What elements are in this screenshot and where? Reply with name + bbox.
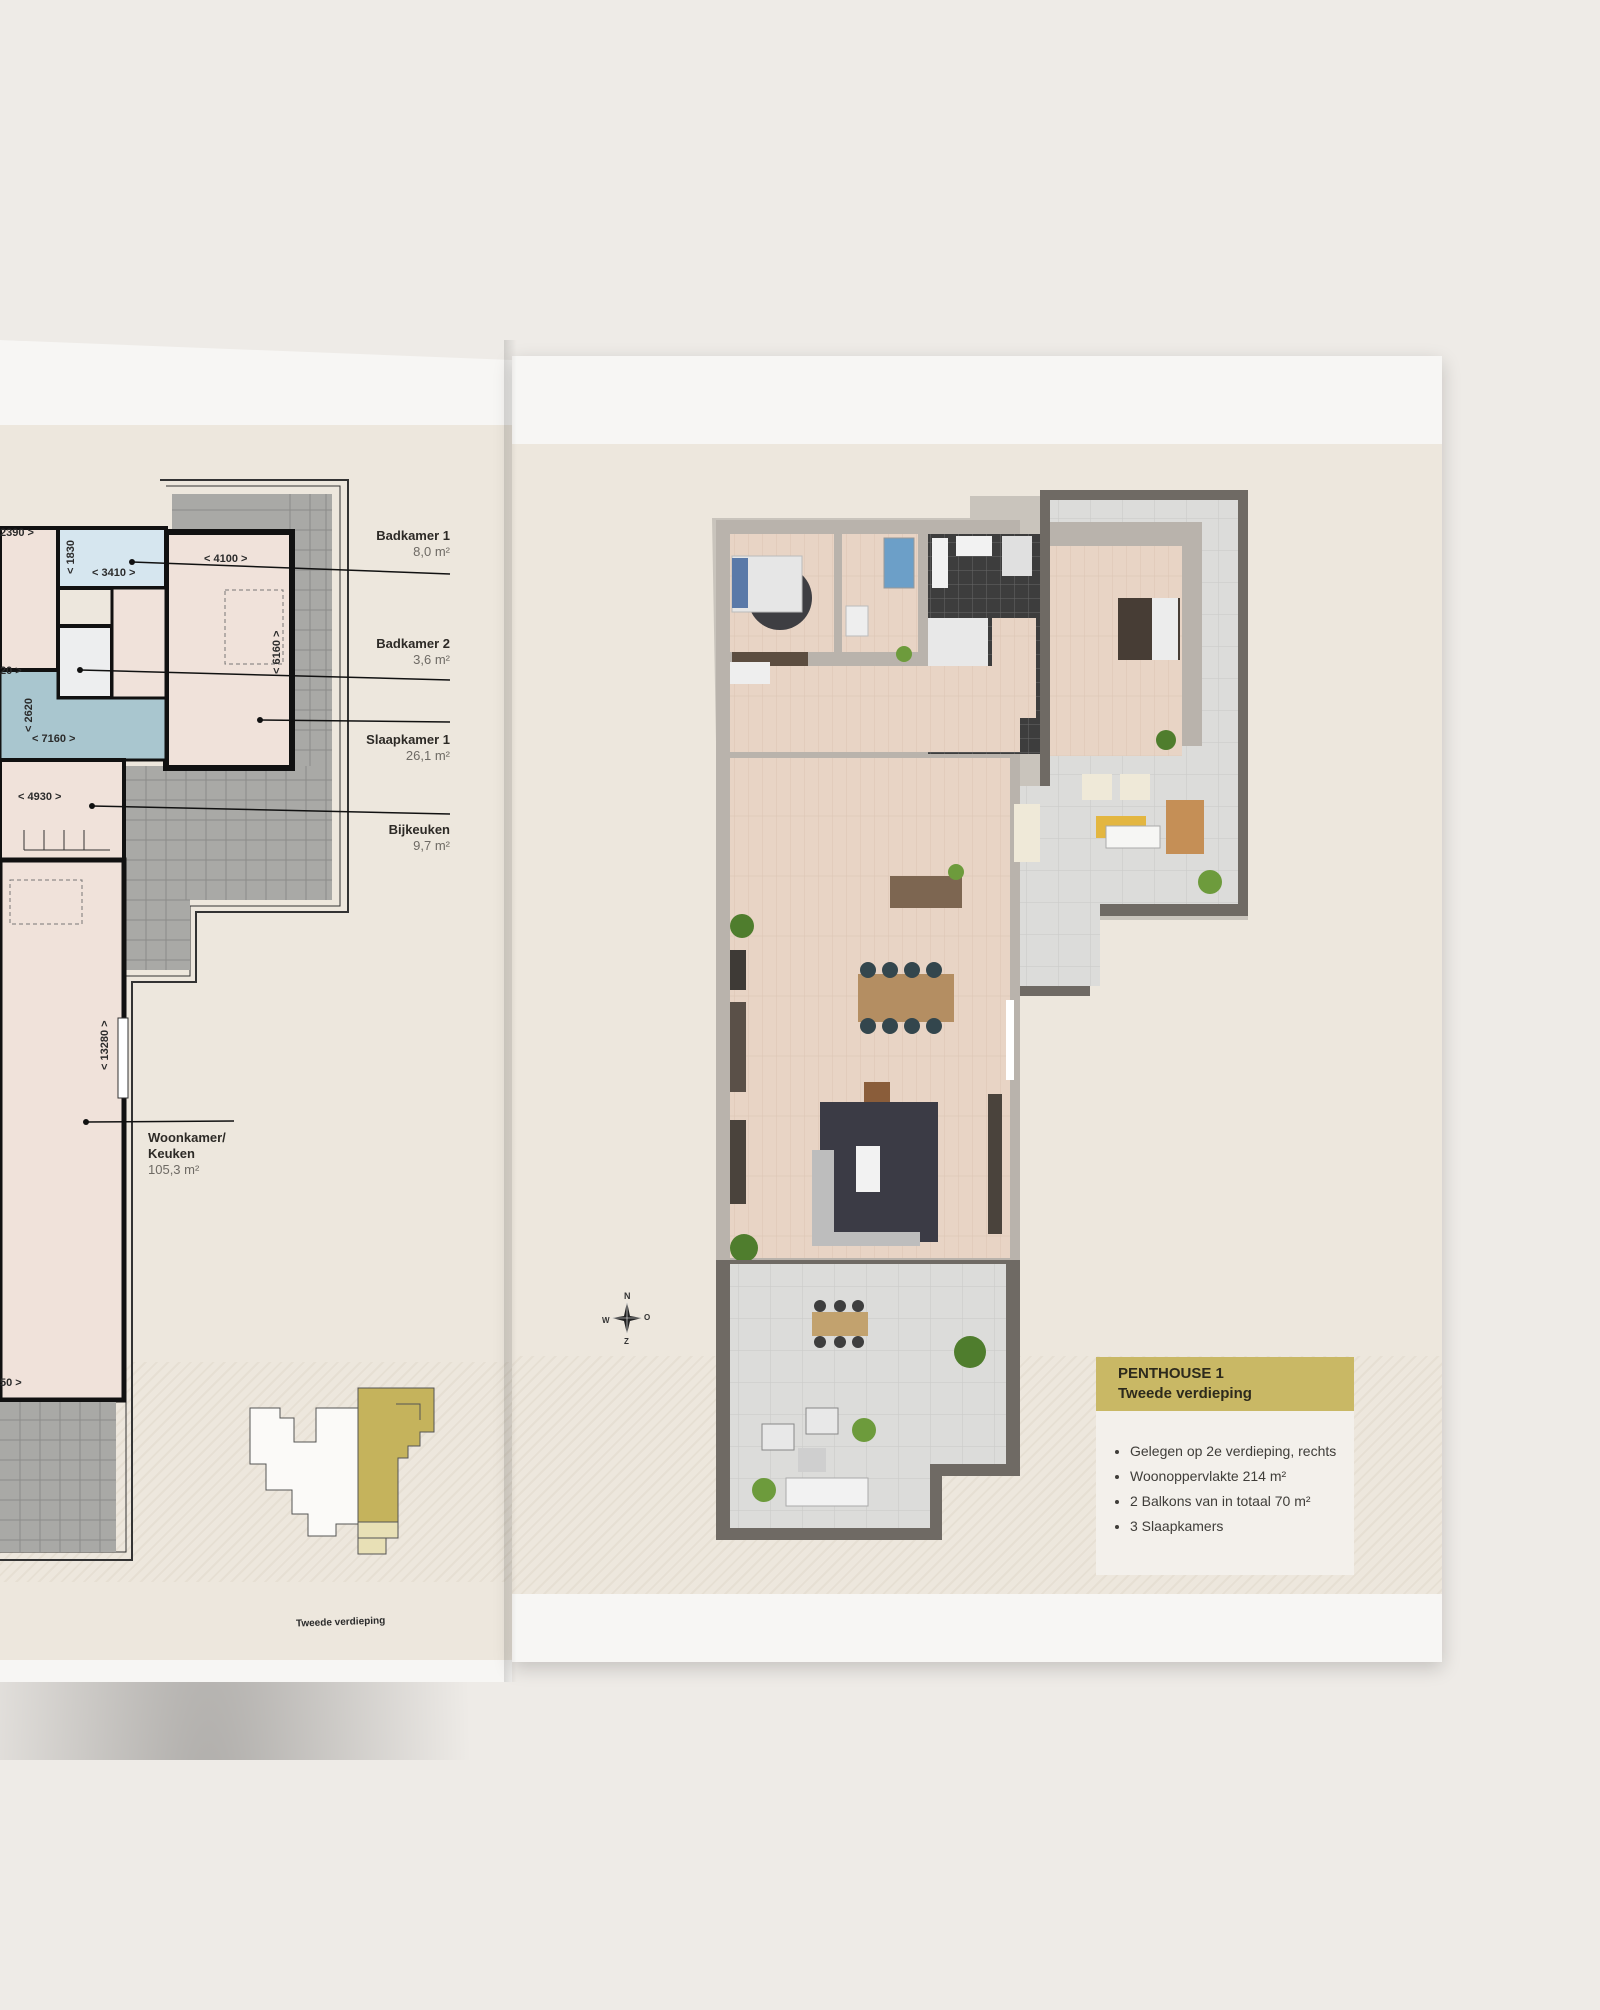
dim-6160: < 6160 > <box>271 631 283 674</box>
penthouse-title-box: PENTHOUSE 1 Tweede verdieping <box>1096 1357 1354 1411</box>
compass-z: Z <box>624 1337 629 1346</box>
compass-rose: N W O Z <box>602 1291 650 1346</box>
room-name: Slaapkamer 1 <box>366 732 450 747</box>
dim-20: 20 > <box>0 665 22 677</box>
dim-2620: < 2620 <box>23 698 35 732</box>
feature-item: 2 Balkons van in totaal 70 m² <box>1130 1489 1340 1514</box>
room-badkamer-2 <box>56 624 114 700</box>
room-name: Badkamer 2 <box>376 636 450 651</box>
room-area: 3,6 m² <box>413 652 450 667</box>
dim-3410: < 3410 > <box>92 567 135 579</box>
feature-item: 3 Slaapkamers <box>1130 1514 1340 1539</box>
dim-1830: < 1830 <box>65 540 77 574</box>
room-name: Bijkeuken <box>388 822 450 837</box>
penthouse-subtitle: Tweede verdieping <box>1118 1385 1252 1402</box>
penthouse-title: PENTHOUSE 1 <box>1118 1365 1224 1382</box>
hallway <box>730 666 1020 752</box>
dim-4930: < 4930 > <box>18 791 61 803</box>
dim-7160: < 7160 > <box>32 733 75 745</box>
rendered-floor-plan <box>712 490 1248 1540</box>
room-area: 105,3 m² <box>148 1162 200 1177</box>
room-name: Badkamer 1 <box>376 528 450 543</box>
east-terrace-table <box>1166 800 1204 854</box>
room-name-2: Keuken <box>148 1146 195 1161</box>
dim-2390: 2390 > <box>0 527 34 539</box>
dim-50: 50 > <box>0 1377 22 1389</box>
room-area: 9,7 m² <box>413 838 450 853</box>
room-woonkamer <box>0 857 127 1403</box>
room-name: Woonkamer/ <box>148 1130 226 1145</box>
spine-gutter <box>504 340 522 1682</box>
room-badkamer-1 <box>56 526 168 590</box>
dim-4100: < 4100 > <box>204 553 247 565</box>
penthouse-features: Gelegen op 2e verdieping, rechts Woonopp… <box>1096 1411 1354 1539</box>
room-area: 8,0 m² <box>413 544 450 559</box>
label-badkamer-2: Badkamer 2 3,6 m² <box>330 636 450 668</box>
label-woonkamer: Woonkamer/ Keuken 105,3 m² <box>148 1130 268 1178</box>
dim-13280: < 13280 > <box>99 1020 111 1070</box>
feature-item: Woonoppervlakte 214 m² <box>1130 1464 1340 1489</box>
technical-floor-plan: 2390 > < 1830 < 3410 > < 4100 > < 6160 >… <box>0 479 451 1561</box>
feature-item: Gelegen op 2e verdieping, rechts <box>1130 1439 1340 1464</box>
label-slaapkamer-1: Slaapkamer 1 26,1 m² <box>330 732 450 764</box>
room-bijkeuken <box>0 758 126 862</box>
key-plan-thumbnail <box>249 1387 435 1555</box>
compass-n: N <box>624 1291 631 1301</box>
label-badkamer-1: Badkamer 1 8,0 m² <box>330 528 450 560</box>
dining-table <box>858 974 954 1022</box>
compass-w: W <box>602 1316 610 1325</box>
room-area: 26,1 m² <box>405 748 450 763</box>
compass-o: O <box>644 1313 650 1322</box>
terrace-bottom <box>0 1402 116 1552</box>
label-bijkeuken: Bijkeuken 9,7 m² <box>330 822 450 854</box>
room-slaapkamer-1 <box>163 529 295 771</box>
penthouse-info-box: Gelegen op 2e verdieping, rechts Woonopp… <box>1096 1411 1354 1575</box>
